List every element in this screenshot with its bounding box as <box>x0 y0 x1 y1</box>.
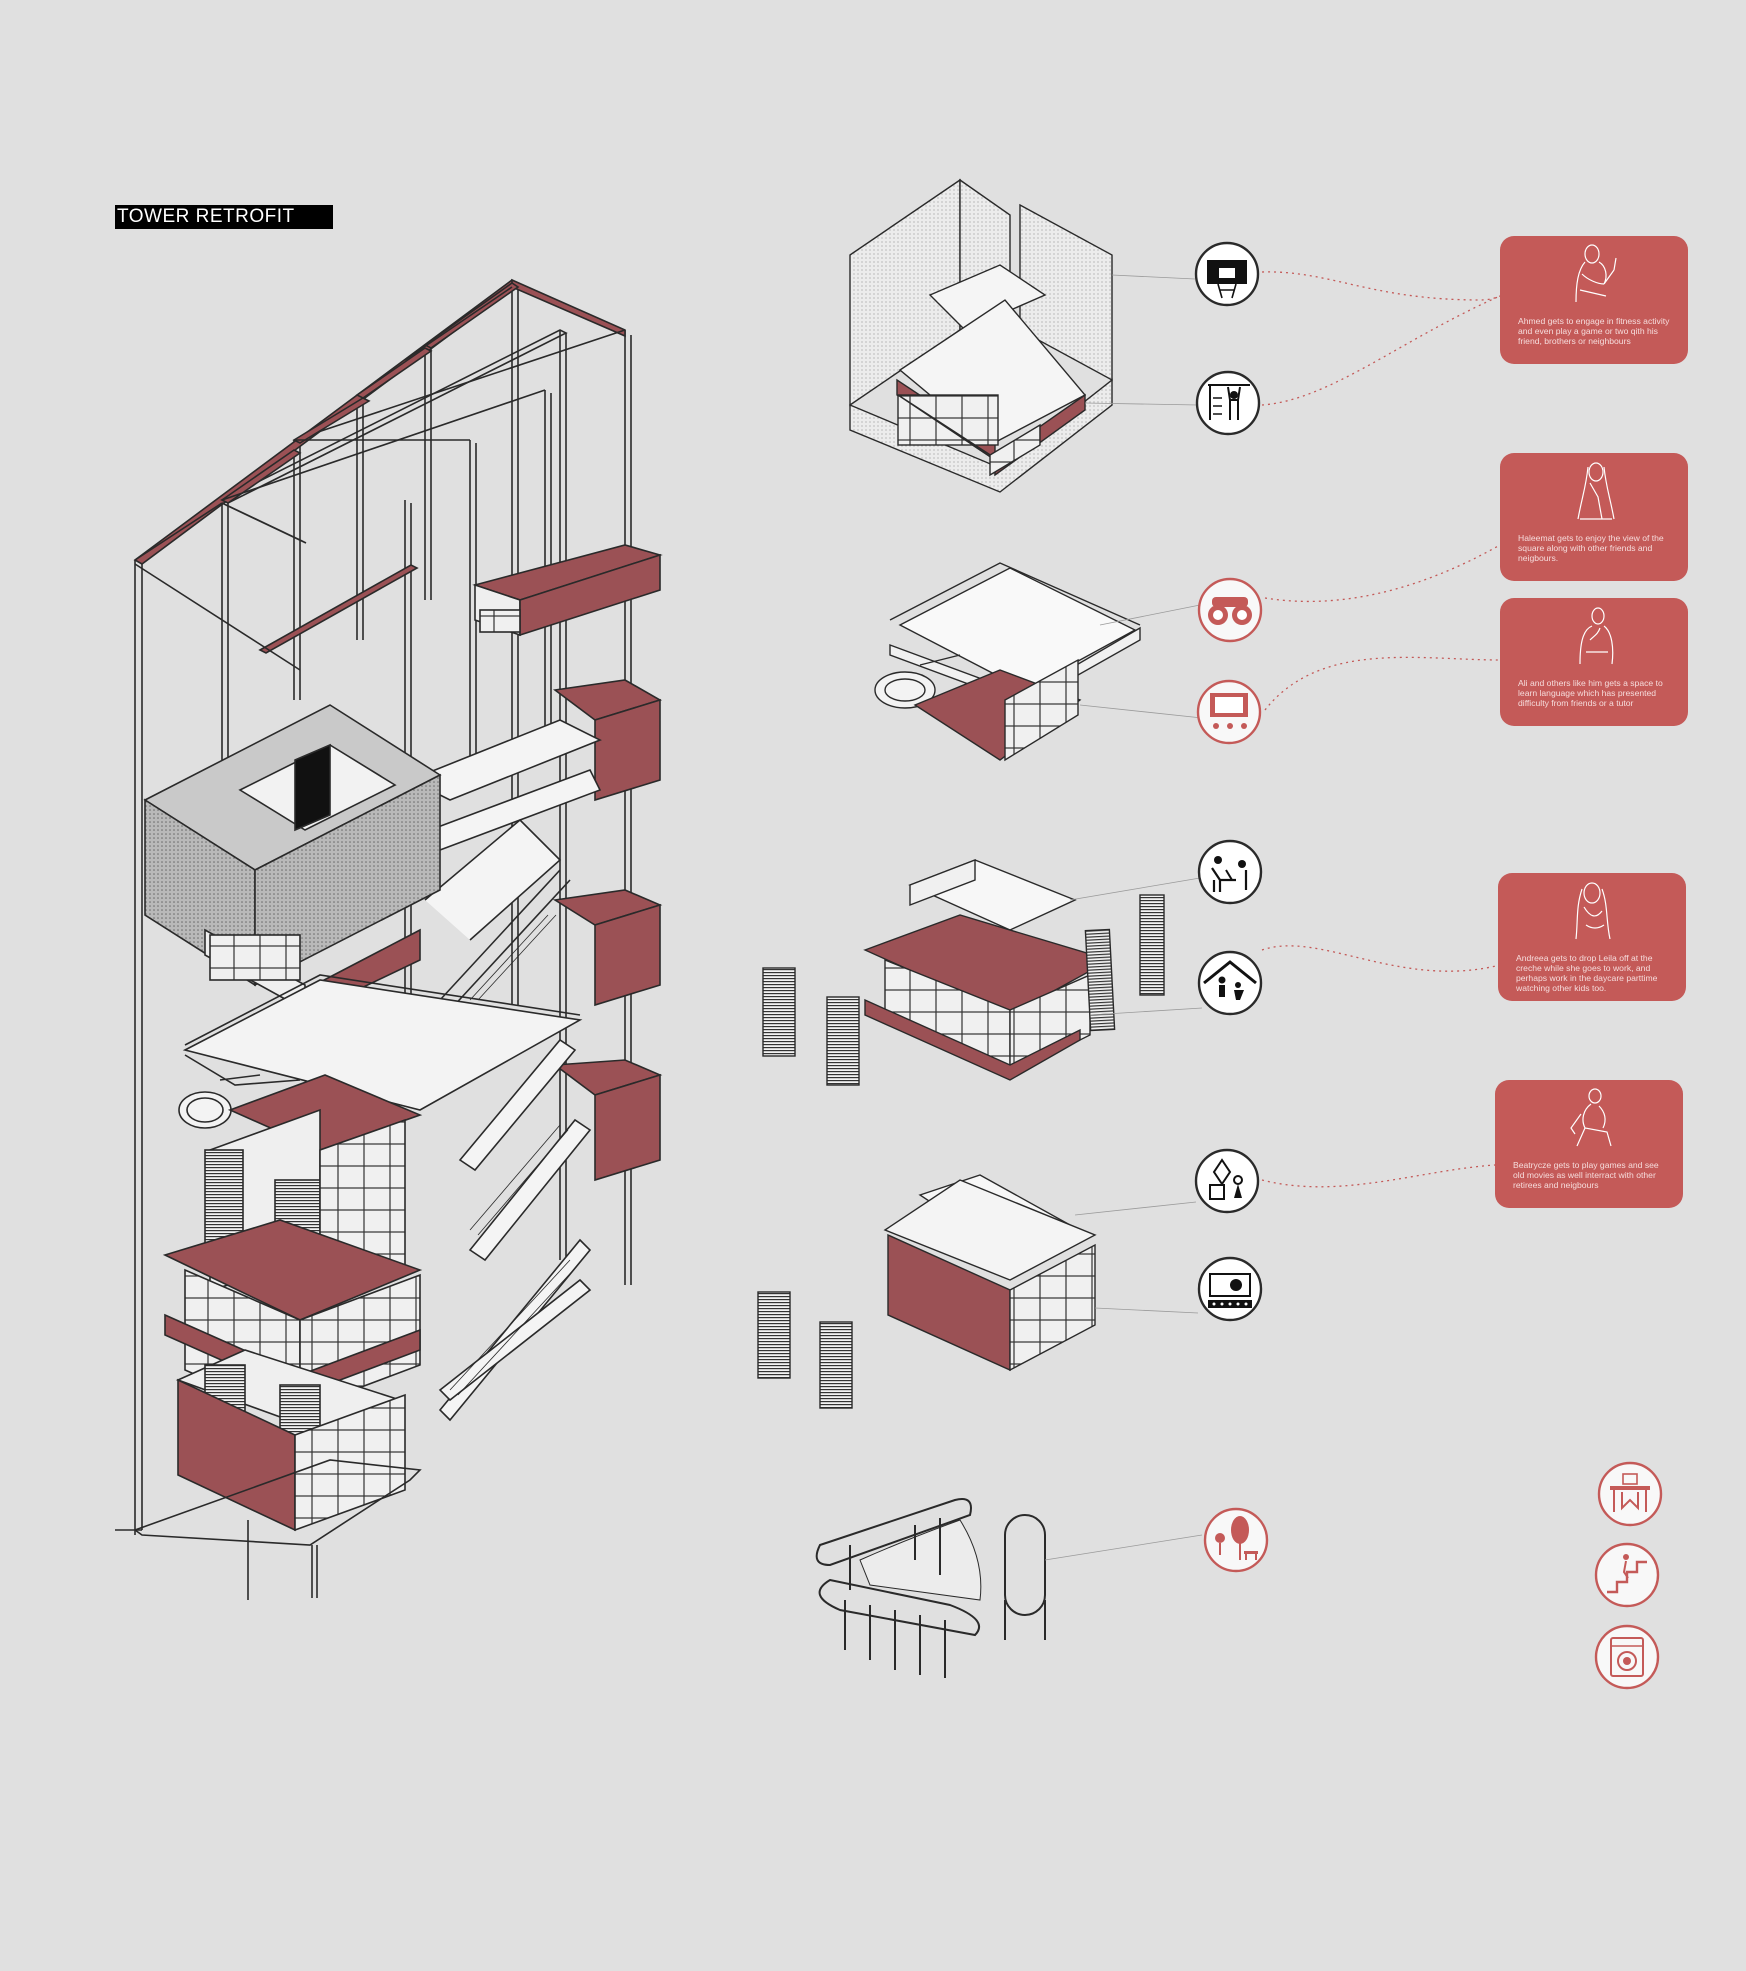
board-games-icon <box>1194 1148 1260 1214</box>
ali-portrait-icon <box>1579 607 1614 665</box>
module-garden <box>815 1498 1046 1678</box>
tower-axonometric <box>115 278 663 1600</box>
laundry-table-icon <box>1597 1461 1663 1527</box>
card-text: Ali and others like him gets a space to … <box>1518 678 1663 708</box>
card-text: Andreea gets to drop Leila off at the cr… <box>1516 953 1658 993</box>
cinema-screen-icon <box>1197 1256 1263 1322</box>
page-title: TOWER RETROFIT <box>115 205 333 229</box>
module-terrace <box>874 562 1141 762</box>
stairs-icon <box>1594 1542 1660 1608</box>
desk-study-icon <box>1197 839 1263 905</box>
persona-card-ali: Ali and others like him gets a space to … <box>1500 598 1688 726</box>
card-text: Beatrycze gets to play games and see old… <box>1513 1160 1659 1190</box>
daycare-house-icon <box>1197 950 1263 1016</box>
basketball-hoop-icon <box>1194 241 1260 307</box>
classroom-screen-icon <box>1196 679 1262 745</box>
persona-card-haleemat: Haleemat gets to enjoy the view of the s… <box>1500 453 1688 581</box>
card-text: Ahmed gets to engage in fitness activity… <box>1518 316 1670 346</box>
washing-machine-icon <box>1594 1624 1660 1690</box>
beatrycze-portrait-icon <box>1570 1088 1612 1147</box>
leader-lines <box>1044 274 1203 1561</box>
binoculars-icon <box>1197 577 1263 643</box>
pullup-bar-icon <box>1195 370 1261 436</box>
module-games <box>757 1174 1097 1409</box>
ahmed-portrait-icon <box>1575 244 1617 303</box>
dotted-links <box>1261 271 1501 1188</box>
module-fitness <box>849 178 1113 493</box>
persona-card-beatrycze: Beatrycze gets to play games and see old… <box>1495 1080 1683 1208</box>
persona-card-andreea: Andreea gets to drop Leila off at the cr… <box>1498 873 1686 1001</box>
garden-park-icon <box>1203 1507 1269 1573</box>
module-daycare <box>762 858 1165 1086</box>
haleemat-portrait-icon <box>1577 462 1615 520</box>
andreea-portrait-icon <box>1575 882 1611 940</box>
card-text: Haleemat gets to enjoy the view of the s… <box>1518 533 1664 563</box>
persona-card-ahmed: Ahmed gets to engage in fitness activity… <box>1500 236 1688 364</box>
